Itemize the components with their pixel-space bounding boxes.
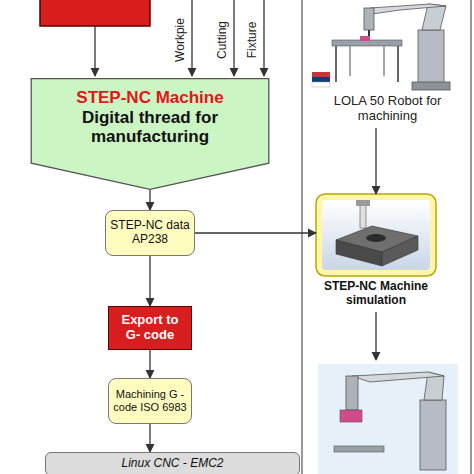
simulation-panel: STEP-NC Machine simulation <box>316 194 436 310</box>
serbian-flag <box>312 72 330 87</box>
input-label: Fixture <box>245 22 259 59</box>
input-label: Workpie <box>173 18 187 62</box>
input-arrow <box>263 0 264 76</box>
node-body: Digital thread for manufacturing <box>44 108 256 147</box>
node-title: LOLA 50 Robot for machining <box>309 94 466 124</box>
simulation-image <box>316 194 436 276</box>
robot-illustration <box>318 364 458 474</box>
node-title: Export to G- code <box>113 313 187 343</box>
panel-border <box>301 0 302 474</box>
node-title: Machining G - code ISO 6983 <box>113 388 187 413</box>
robot-panel: LOLA 50 Robot for machining <box>305 0 470 128</box>
flow-arrow <box>375 312 376 360</box>
data-box: Machining G - code ISO 6983 <box>108 378 192 424</box>
flow-connector <box>149 256 150 306</box>
input-label: Cutting <box>215 21 229 59</box>
input-arrow <box>94 26 95 76</box>
flow-connector <box>149 350 150 378</box>
node-title: STEP-NC data AP238 <box>110 219 190 247</box>
input-arrow <box>191 0 192 76</box>
flow-connector <box>195 232 316 233</box>
process-box: Export to G- code <box>108 306 192 350</box>
node-title: STEP-NC Machine simulation <box>318 280 434 308</box>
source-box <box>40 0 150 26</box>
flow-connector <box>149 424 150 452</box>
process-box: STEP-NC MachineDigital thread for manufa… <box>30 78 270 190</box>
node-title: STEP-NC Machine <box>44 88 256 108</box>
node-title: Linux CNC - EMC2 <box>52 457 293 471</box>
platform-box: Linux CNC - EMC2 <box>45 452 300 474</box>
robot-illustration <box>332 4 450 90</box>
input-arrow <box>233 0 234 76</box>
panel-border <box>470 0 471 474</box>
flow-connector <box>375 128 376 194</box>
data-box: STEP-NC data AP238 <box>105 210 195 256</box>
flow-connector <box>149 190 150 210</box>
